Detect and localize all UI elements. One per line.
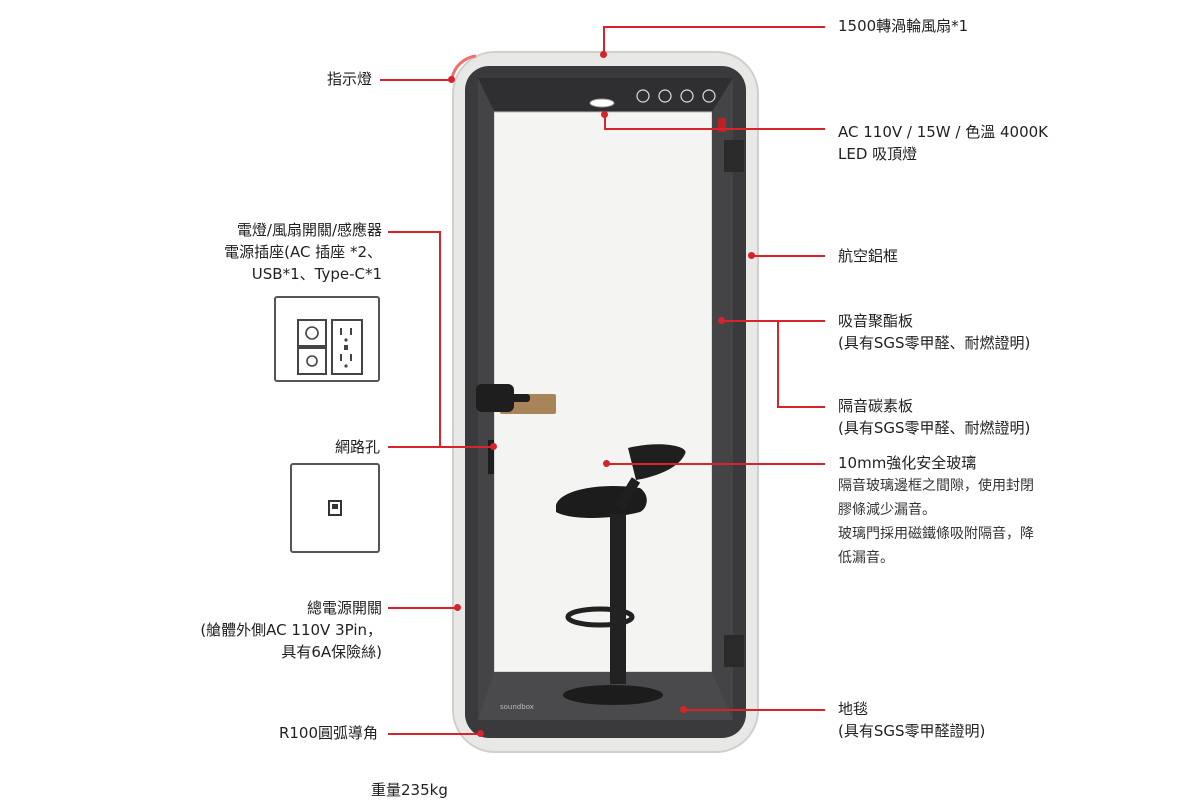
leader-line-switches-v (439, 231, 441, 447)
glass-door (493, 111, 713, 673)
leader-line-carbon (777, 406, 825, 408)
leader-line-main-switch (388, 607, 456, 609)
label-fan: 1500轉渦輪風扇*1 (838, 17, 969, 35)
network-port-strip (488, 440, 494, 474)
leader-line-led-v (604, 114, 606, 129)
label-switches-line1: 電燈/風扇開關/感應器 (236, 221, 382, 239)
dot-main-switch (454, 604, 461, 611)
leader-line-fan (603, 26, 825, 28)
label-glass-title: 10mm強化安全玻璃 (838, 454, 977, 472)
leader-line-indicator (380, 79, 452, 81)
dot-carpet (680, 706, 687, 713)
label-acoustic-note: (具有SGS零甲醛、耐燃證明) (838, 334, 1031, 352)
label-indicator: 指示燈 (326, 70, 372, 88)
brand-mark: soundbox (500, 703, 534, 711)
label-network: 網路孔 (334, 438, 380, 456)
label-carpet-title: 地毯 (838, 700, 869, 718)
label-carbon-board: 隔音碳素板 (具有SGS零甲醛、耐燃證明) (838, 395, 1030, 439)
ceiling-panel (478, 78, 733, 112)
label-weight: 重量235kg (371, 781, 448, 799)
label-main-switch-line1: 總電源開關 (306, 599, 382, 617)
label-switches: 電燈/風扇開關/感應器 電源插座(AC 插座 *2、 USB*1、Type-C*… (224, 219, 382, 285)
label-acoustic-panel: 吸音聚酯板 (具有SGS零甲醛、耐燃證明) (838, 310, 1030, 354)
fan-control-icon (658, 89, 672, 103)
leader-line-glass (607, 463, 825, 465)
power-control-icon (702, 89, 716, 103)
stool-pole (610, 514, 626, 684)
stool-back-support (615, 477, 641, 511)
indicator-light (450, 54, 477, 79)
dot-glass (603, 460, 610, 467)
dot-indicator (448, 76, 455, 83)
stool-backrest (628, 444, 686, 480)
ethernet-port-icon (328, 500, 342, 516)
label-glass: 10mm強化安全玻璃 隔音玻璃邊框之間隙，使用封閉 膠條減少漏音。 玻璃門採用磁… (838, 452, 1034, 570)
label-glass-note3: 玻璃門採用磁鐵條吸附隔音，降 (838, 526, 1034, 542)
leader-line-switches (388, 231, 440, 233)
leader-line-carpet (684, 709, 825, 711)
label-glass-note4: 低漏音。 (838, 550, 894, 566)
dot-corner (477, 730, 484, 737)
dot-led (601, 111, 608, 118)
socket-icon (297, 319, 363, 375)
label-carpet-note: (具有SGS零甲醛證明) (838, 722, 986, 740)
leader-line-acoustic (722, 320, 825, 322)
label-main-switch-line3: 具有6A保險絲) (281, 643, 382, 661)
label-carpet: 地毯 (具有SGS零甲醛證明) (838, 698, 985, 742)
right-wall (712, 78, 733, 720)
dot-acoustic (718, 317, 725, 324)
sensor-red (718, 118, 726, 132)
label-switches-line3: USB*1、Type-C*1 (251, 265, 382, 283)
leader-line-led (604, 128, 825, 130)
label-main-switch-line2: (艙體外側AC 110V 3Pin， (200, 621, 382, 639)
leader-line-fan-v (603, 26, 605, 54)
label-led-line2: LED 吸頂燈 (838, 145, 918, 163)
network-panel-inset (290, 463, 380, 553)
door-hinge-bottom (724, 635, 744, 667)
power-panel-inset (274, 296, 380, 382)
dot-network (490, 443, 497, 450)
label-glass-note2: 膠條減少漏音。 (838, 502, 936, 518)
label-carbon-note: (具有SGS零甲醛、耐燃證明) (838, 419, 1031, 437)
dot-frame (748, 252, 755, 259)
label-acoustic-title: 吸音聚酯板 (838, 312, 914, 330)
label-switches-line2: 電源插座(AC 插座 *2、 (224, 243, 382, 261)
door-hinge-top (724, 140, 744, 172)
control-icon-1 (636, 89, 650, 103)
light-control-icon (680, 89, 694, 103)
stool-footrest (565, 606, 635, 628)
label-led-line1: AC 110V / 15W / 色溫 4000K (838, 123, 1049, 141)
leader-line-frame (752, 255, 825, 257)
label-carbon-title: 隔音碳素板 (838, 397, 914, 415)
stool-base (563, 685, 663, 705)
dot-fan (600, 51, 607, 58)
door-lever (490, 394, 530, 402)
leader-line-carbon-v (777, 320, 779, 407)
label-led: AC 110V / 15W / 色溫 4000K LED 吸頂燈 (838, 121, 1048, 165)
ceiling-led-light (589, 98, 615, 108)
label-corner: R100圓弧導角 (278, 724, 378, 742)
leader-line-network (388, 446, 494, 448)
label-frame: 航空鋁框 (838, 247, 899, 265)
leader-line-corner (388, 733, 480, 735)
label-main-switch: 總電源開關 (艙體外側AC 110V 3Pin， 具有6A保險絲) (200, 597, 382, 663)
label-glass-note1: 隔音玻璃邊框之間隙，使用封閉 (838, 478, 1034, 494)
